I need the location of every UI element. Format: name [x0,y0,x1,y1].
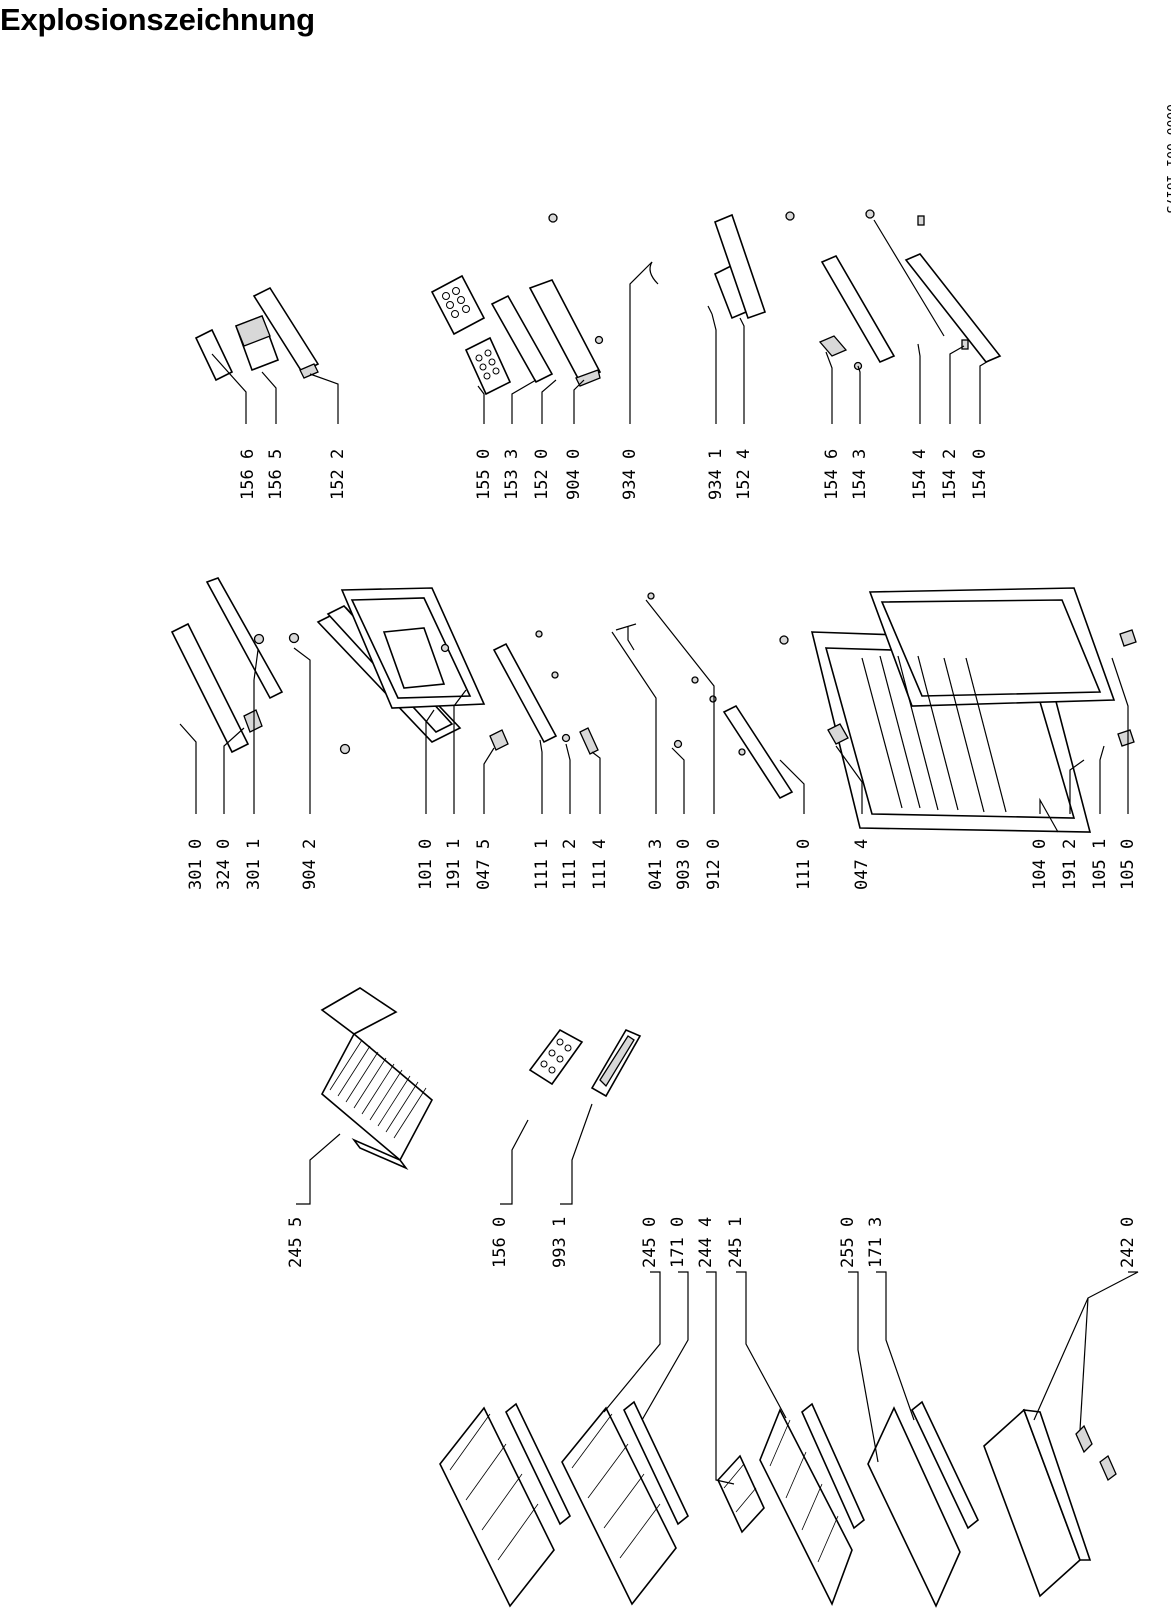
part-number-label: 301 0 [186,839,206,890]
part-number-label: 104 0 [1030,839,1050,890]
leader-lines-middle [179,599,1129,833]
part-group-middle-rails [492,592,794,800]
part-number-label: 105 1 [1090,839,1110,890]
part-number-label: 904 0 [564,449,584,500]
part-number-label: 156 0 [490,1217,510,1268]
part-number-label: 191 2 [1060,839,1080,890]
part-number-label: 111 2 [560,839,580,890]
part-number-label: 912 0 [704,839,724,890]
part-group-bottle-rack [320,987,434,1170]
part-number-label: 041 3 [646,839,666,890]
part-number-label: 255 0 [838,1217,858,1268]
part-number-label: 904 2 [300,839,320,890]
part-number-label: 245 5 [286,1217,306,1268]
part-group-fridge-door [810,587,1137,833]
part-number-label: 154 4 [910,449,930,500]
part-group-small-trays [528,1028,642,1098]
part-number-label: 154 2 [940,449,960,500]
part-number-label: 153 3 [502,449,522,500]
part-number-label: 171 0 [668,1217,688,1268]
part-number-label: 903 0 [674,839,694,890]
leader-lines-top [211,261,991,424]
part-number-label: 993 1 [550,1217,570,1268]
part-number-label: 154 3 [850,449,870,500]
part-number-label: 155 0 [474,449,494,500]
part-number-label: 111 1 [532,839,552,890]
part-group-long-rail [649,213,767,320]
page-title: Explosionszeichnung [0,2,315,37]
part-number-label: 152 0 [532,449,552,500]
part-number-label: 156 5 [266,449,286,500]
part-number-labels: 156 6 156 5 152 2 155 0 153 3 152 0 904 0 934 0… [186,449,1138,1268]
part-number-label: 152 2 [328,449,348,500]
part-number-label: 101 0 [416,839,436,890]
part-number-label: 244 4 [696,1217,716,1268]
part-number-label: 047 4 [852,839,872,890]
part-group-door-bars [785,209,1002,371]
part-group-egg-trays [430,213,604,396]
part-number-label: 191 1 [444,839,464,890]
part-group-freezer-door [170,577,509,755]
part-group-vegetable-drawer [983,1408,1117,1598]
part-number-label: 171 3 [866,1217,886,1268]
part-number-label: 245 0 [640,1217,660,1268]
part-number-label: 245 1 [726,1217,746,1268]
part-group-shelves [439,1400,979,1608]
part-number-label: 934 1 [706,449,726,500]
part-number-label: 154 6 [822,449,842,500]
part-number-label: 152 4 [734,449,754,500]
part-number-label: 242 0 [1118,1217,1138,1268]
part-number-label: 111 0 [794,839,814,890]
part-number-label: 324 0 [214,839,234,890]
part-number-label: 301 1 [244,839,264,890]
part-number-label: 934 0 [620,449,640,500]
part-number-label: 154 0 [970,449,990,500]
part-number-label: 111 4 [590,839,610,890]
drawing-number: 0000 001 16173 [1163,104,1171,214]
leader-lines-bottom [296,1103,1139,1485]
part-number-label: 105 0 [1118,839,1138,890]
part-group-door-shelf-small [194,286,320,382]
part-number-label: 156 6 [238,449,258,500]
part-number-label: 047 5 [474,839,494,890]
